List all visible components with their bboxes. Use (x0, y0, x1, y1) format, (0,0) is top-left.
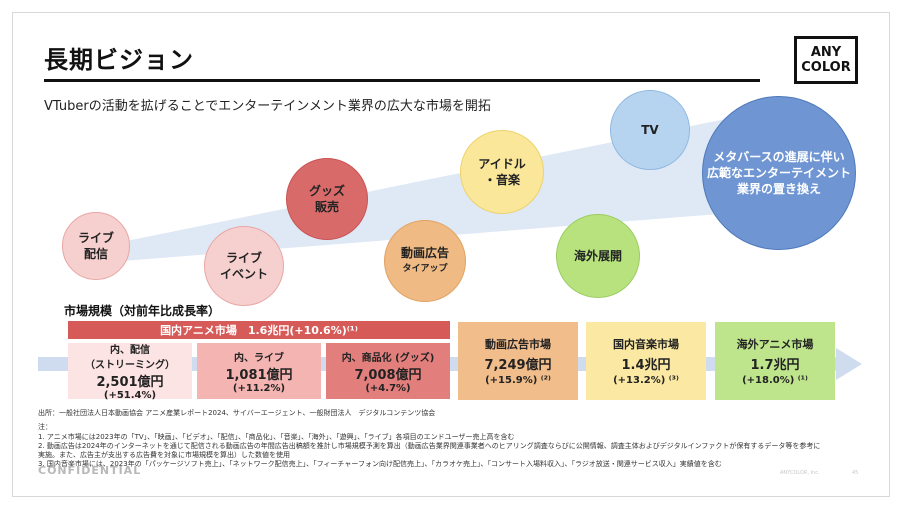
logo-line-2: COLOR (801, 60, 851, 75)
confidential-mark: CONFIDENTIAL (38, 464, 142, 477)
circle-tv: TV (610, 90, 690, 170)
footnote-1: 1. アニメ市場には2023年の「TV」、「映画」、「ビデオ」、「配信」、「商品… (38, 433, 515, 441)
overseas-anime-market-box: 海外アニメ市場 1.7兆円 (+18.0%) ⁽¹⁾ (715, 322, 835, 400)
sub-box-goods: 内、商品化 (グッズ) 7,008億円 (+4.7%) (326, 343, 450, 399)
circle-video-ads-sub: タイアップ (402, 264, 448, 274)
footnote-2b: 実施。また、広告主が支出する広告費を対象に市場規模を算出）した数値を使用 (38, 451, 290, 459)
market-size-title: 市場規模（対前年比成長率） (64, 304, 221, 318)
circle-live-streaming: ライブ 配信 (62, 212, 130, 280)
footer-brand: ANYCOLOR, Inc. (780, 470, 820, 476)
sub-box-live: 内、ライブ 1,081億円 (+11.2%) (197, 343, 321, 399)
domestic-anime-banner: 国内アニメ市場 1.6兆円(+10.6%)⁽¹⁾ (68, 321, 450, 339)
page-title: 長期ビジョン (44, 46, 194, 74)
circle-idol-music: アイドル ・音楽 (460, 130, 544, 214)
anycolor-logo: ANY COLOR (794, 36, 858, 84)
logo-line-1: ANY (810, 45, 842, 60)
circle-metaverse: メタバースの進展に伴い 広範なエンターテイメント 業界の置き換え (702, 96, 856, 250)
video-ad-market-box: 動画広告市場 7,249億円 (+15.9%) ⁽²⁾ (458, 322, 578, 400)
title-underline (44, 79, 760, 82)
timeline-arrow-head (836, 348, 862, 380)
footnote-2a: 2. 動画広告は2024年のインターネットを通じて配信される動画広告の年間広告出… (38, 442, 821, 450)
expansion-wedge (92, 112, 770, 262)
page-subtitle: VTuberの活動を拡げることでエンターテインメント業界の広大な市場を開拓 (44, 99, 491, 114)
page-number: 45 (852, 470, 859, 476)
domestic-music-market-box: 国内音楽市場 1.4兆円 (+13.2%) ⁽³⁾ (586, 322, 706, 400)
note-label: 注： (38, 423, 52, 431)
footnote-3: 3. 国内音楽市場には、2023年の「パッケージソフト売上」、「ネットワーク配信… (38, 460, 722, 468)
circle-live-event: ライブ イベント (204, 226, 284, 306)
circle-goods: グッズ 販売 (286, 158, 368, 240)
sub-box-streaming: 内、配信 （ストリーミング） 2,501億円 (+51.4%) (68, 343, 192, 401)
circle-overseas: 海外展開 (556, 214, 640, 298)
circle-video-ads: 動画広告 タイアップ (384, 220, 466, 302)
source-note: 出所：一般社団法人日本動画協会 アニメ産業レポート2024、サイバーエージェント… (38, 409, 436, 417)
